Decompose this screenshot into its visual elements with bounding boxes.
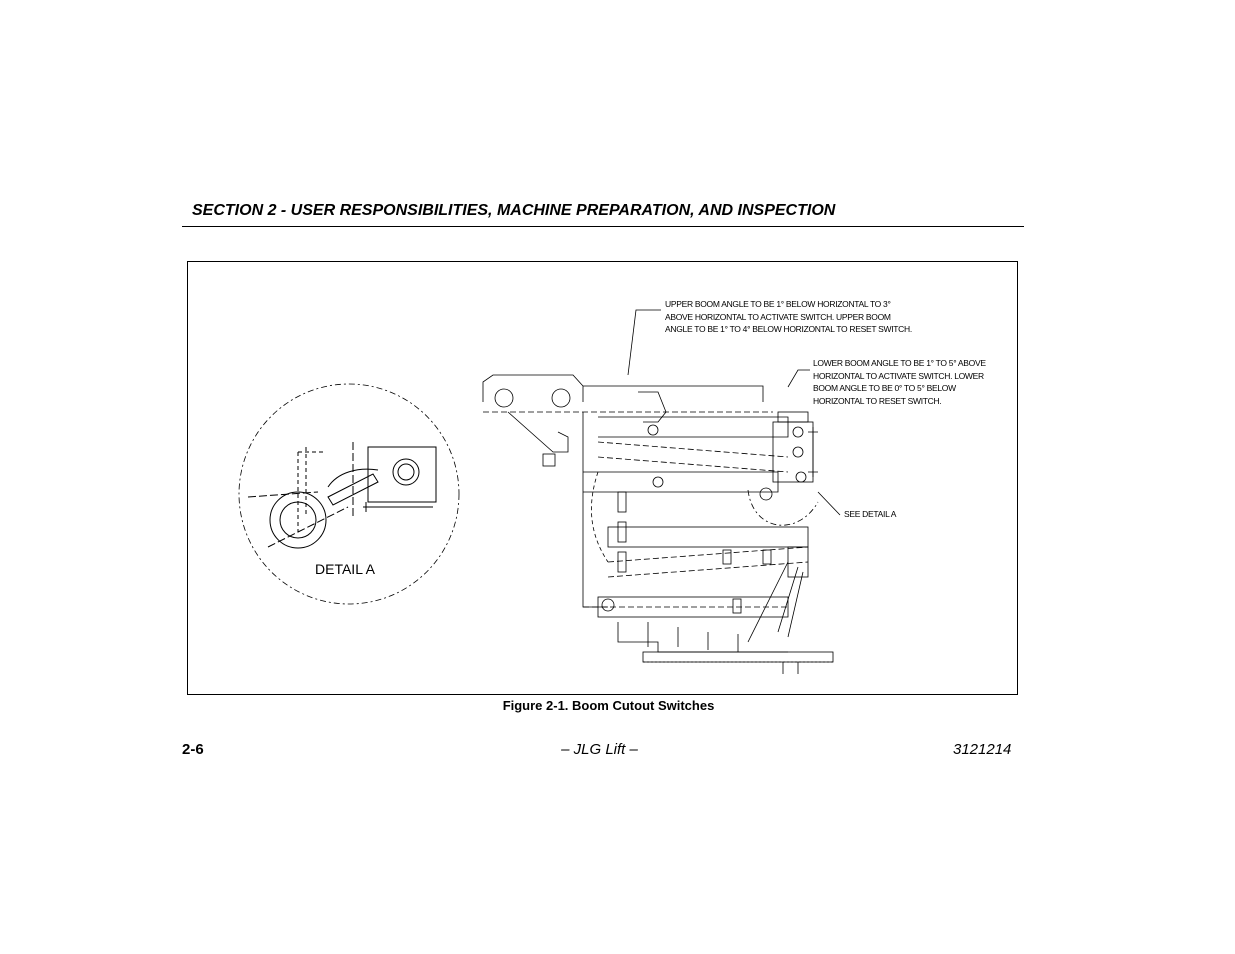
document-number: 3121214 [953, 741, 1012, 758]
figure-frame: UPPER BOOM ANGLE TO BE 1° BELOW HORIZONT… [187, 261, 1018, 695]
lower-boom-callout: LOWER BOOM ANGLE TO BE 1° TO 5° ABOVE HO… [813, 357, 986, 407]
section-title: SECTION 2 - USER RESPONSIBILITIES, MACHI… [192, 202, 836, 219]
detail-a-view [238, 383, 460, 605]
upper-boom-callout-line: UPPER BOOM ANGLE TO BE 1° BELOW HORIZONT… [665, 299, 891, 309]
lower-boom-callout-line: HORIZONTAL TO ACTIVATE SWITCH. LOWER [813, 370, 984, 381]
upper-boom-callout-line: ABOVE HORIZONTAL TO ACTIVATE SWITCH. UPP… [665, 311, 891, 322]
boom-assembly [482, 309, 841, 674]
figure-caption-text: Figure 2-1. Boom Cutout Switches [502, 698, 715, 713]
upper-boom-callout: UPPER BOOM ANGLE TO BE 1° BELOW HORIZONT… [665, 298, 912, 336]
boom-cutout-drawing [238, 309, 841, 674]
upper-boom-callout-line: ANGLE TO BE 1° TO 4° BELOW HORIZONTAL TO… [665, 324, 912, 334]
header-rule [182, 226, 1024, 227]
footer-brand: – JLG Lift – [0, 741, 1235, 758]
lower-boom-callout-line: HORIZONTAL TO RESET SWITCH. [813, 395, 942, 406]
lower-boom-callout-line: BOOM ANGLE TO BE 0° TO 5° BELOW [813, 383, 956, 393]
footer-brand-text: – JLG Lift – [561, 741, 638, 758]
page-number: 2-6 [182, 741, 204, 758]
see-detail-label: SEE DETAIL A [844, 509, 897, 519]
detail-a-label: DETAIL A [315, 561, 375, 577]
figure-caption: Figure 2-1. Boom Cutout Switches [0, 698, 1235, 713]
lower-boom-callout-line: LOWER BOOM ANGLE TO BE 1° TO 5° ABOVE [813, 358, 986, 368]
